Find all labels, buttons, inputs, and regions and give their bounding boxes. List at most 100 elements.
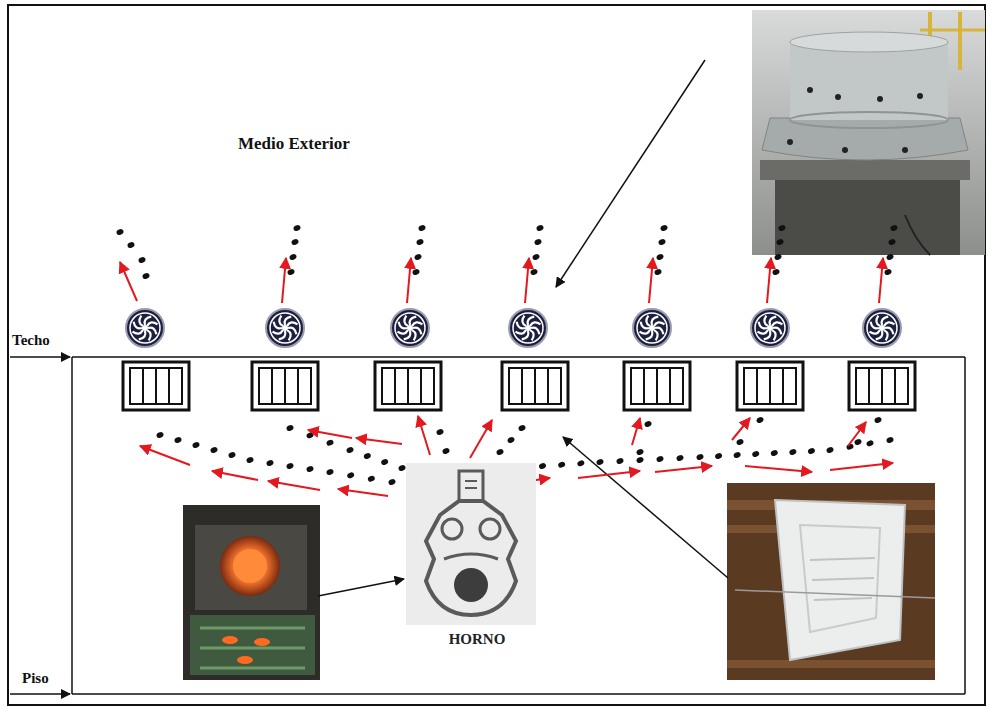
particle-dot xyxy=(866,439,875,447)
particle-dot xyxy=(293,224,302,232)
fan-symbol xyxy=(266,309,304,347)
furnace-label: HORNO xyxy=(404,631,550,648)
particle-dot xyxy=(442,447,451,455)
fan-symbol xyxy=(509,309,547,347)
particle-dot xyxy=(346,446,355,454)
particle-dot xyxy=(854,438,863,446)
grille-symbol xyxy=(624,362,690,410)
particle-dot xyxy=(774,253,783,261)
particle-dot xyxy=(736,438,745,446)
flow-arrow xyxy=(649,258,653,303)
particle-dot xyxy=(388,478,397,486)
particle-dot xyxy=(398,464,407,472)
flow-arrow xyxy=(879,258,883,303)
particle-dot xyxy=(644,420,653,428)
particle-dot xyxy=(654,268,663,276)
particle-dot xyxy=(807,447,816,455)
flow-arrow xyxy=(578,471,640,478)
floor-line xyxy=(72,693,965,695)
particle-dot xyxy=(380,458,389,466)
floor-pointer xyxy=(10,693,70,695)
furnace-node: HORNO xyxy=(404,463,550,652)
flow-arrow xyxy=(525,258,529,303)
particle-dot xyxy=(714,452,723,460)
fan-symbol xyxy=(126,309,164,347)
flow-arrow xyxy=(848,422,866,446)
particle-dot xyxy=(174,436,183,444)
particle-dot xyxy=(616,457,625,465)
extractor-photo xyxy=(752,10,985,255)
particle-dot xyxy=(228,451,237,459)
particle-dot xyxy=(367,475,376,483)
grille-symbol xyxy=(737,362,803,410)
flow-arrow xyxy=(308,430,352,438)
particle-dot xyxy=(733,451,742,459)
particle-dot xyxy=(788,448,797,456)
fan-symbol xyxy=(391,309,429,347)
roof-line xyxy=(72,356,965,358)
particle-dot xyxy=(756,416,765,424)
flow-arrow xyxy=(767,258,771,303)
particle-dot xyxy=(772,268,781,276)
flow-arrow xyxy=(830,463,893,470)
particle-dot xyxy=(658,238,667,246)
leader-line xyxy=(556,60,705,287)
grille-symbol xyxy=(502,362,568,410)
particle-dot xyxy=(436,428,445,436)
particle-dot xyxy=(751,450,760,458)
furnace-photo xyxy=(183,505,320,680)
particle-dot xyxy=(778,224,787,232)
particle-dot xyxy=(286,462,295,470)
particle-dot xyxy=(138,256,147,264)
flow-arrow xyxy=(470,420,492,458)
particle-dot xyxy=(127,241,136,249)
particle-dot xyxy=(142,272,151,280)
grille-symbol xyxy=(849,362,915,410)
particle-dot xyxy=(363,452,372,460)
particle-dot xyxy=(412,268,421,276)
particle-dot xyxy=(306,431,315,439)
particle-dot xyxy=(636,456,645,464)
particle-dot xyxy=(538,462,547,470)
grille-symbol xyxy=(252,362,318,410)
particle-dot xyxy=(660,224,669,232)
particle-dot xyxy=(507,436,516,444)
particle-dot xyxy=(530,268,539,276)
flow-arrow xyxy=(120,262,137,301)
flow-arrow xyxy=(282,258,286,303)
building-wall xyxy=(71,357,73,694)
particle-dot xyxy=(886,253,895,261)
particle-dot xyxy=(418,224,427,232)
fan-symbol xyxy=(751,309,789,347)
particle-dot xyxy=(496,448,505,456)
flow-arrow xyxy=(407,258,411,303)
particle-dot xyxy=(287,268,296,276)
particle-dot xyxy=(210,446,219,454)
particle-dot xyxy=(888,238,897,246)
grille-photo xyxy=(727,483,935,680)
particle-dot xyxy=(874,416,883,424)
flow-arrow xyxy=(655,466,712,472)
particle-dot xyxy=(346,471,355,479)
particle-dot xyxy=(636,448,645,456)
flow-arrow xyxy=(140,446,190,465)
particle-dot xyxy=(676,454,685,462)
particle-dot xyxy=(414,253,423,261)
particle-dot xyxy=(696,453,705,461)
particle-dot xyxy=(326,439,335,447)
floor-label: Piso xyxy=(22,670,49,687)
roof-label: Techo xyxy=(12,332,50,349)
particle-dot xyxy=(306,465,315,473)
particle-dot xyxy=(770,449,779,457)
particle-dot xyxy=(518,424,527,432)
outer-frame xyxy=(8,5,985,705)
particle-dot xyxy=(266,459,275,467)
particle-dot xyxy=(246,456,255,464)
particle-dot xyxy=(532,253,541,261)
particle-dot xyxy=(884,268,893,276)
flow-arrow xyxy=(338,489,388,496)
particle-dot xyxy=(886,436,895,444)
particle-dot xyxy=(656,455,665,463)
leader-line xyxy=(318,579,404,596)
